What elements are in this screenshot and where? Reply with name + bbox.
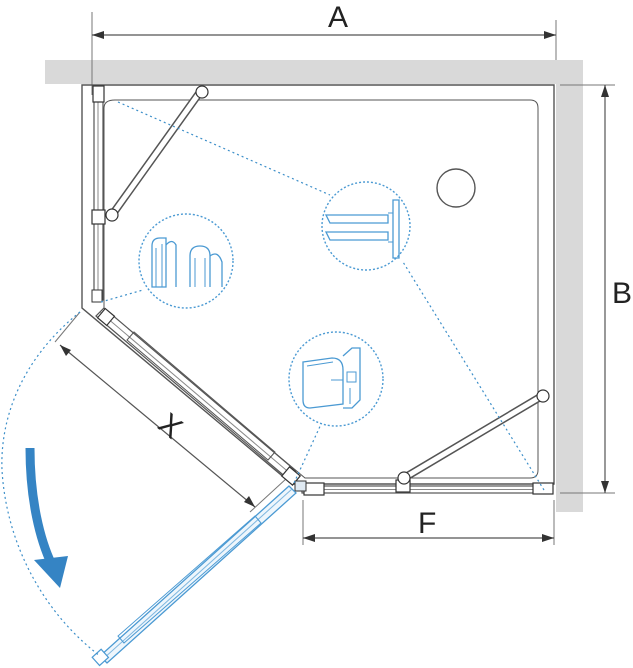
dimension-a-label: A	[328, 1, 348, 34]
door-swing-indicator	[1, 311, 101, 657]
drain-circle-icon	[436, 168, 476, 208]
detail-circle-seal	[288, 331, 384, 427]
left-fixed-panel	[91, 85, 106, 303]
dimension-x: X	[54, 311, 288, 513]
walls	[45, 60, 583, 512]
pivot-door-open	[91, 485, 297, 667]
left-stabilizer-bar	[105, 85, 209, 222]
dimension-a: A	[91, 1, 557, 95]
detail-leader-lines	[100, 101, 545, 491]
dimension-f: F	[302, 500, 555, 545]
dimension-x-label: X	[152, 407, 188, 445]
panel-clip	[91, 209, 106, 225]
bottom-stabilizer-bar	[397, 389, 550, 485]
right-fixed-panel	[301, 479, 554, 496]
dimension-b: B	[560, 84, 632, 494]
pivot-door-closed	[95, 307, 307, 492]
detail-circle-profiles	[138, 213, 234, 309]
door-hinge-top	[96, 307, 116, 327]
curved-arrow-icon	[25, 447, 57, 567]
side-wall	[556, 60, 583, 512]
detail-circle-wall-profile	[321, 181, 411, 271]
dimension-f-label: F	[418, 507, 436, 540]
wall-profile-top	[92, 85, 105, 103]
dimension-b-label: B	[612, 277, 632, 310]
back-wall	[45, 60, 583, 84]
